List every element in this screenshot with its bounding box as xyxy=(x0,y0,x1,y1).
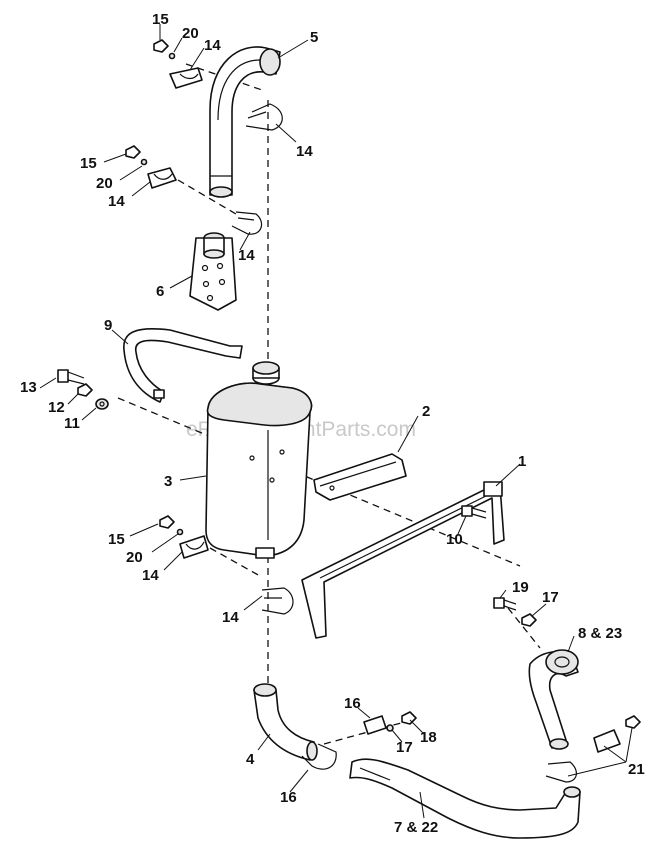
callout-14: 14 xyxy=(142,567,159,584)
callout-11: 11 xyxy=(64,415,80,432)
nut-17-upper xyxy=(521,613,537,627)
assembly-centerline xyxy=(117,63,541,745)
callout-15: 15 xyxy=(80,155,97,172)
callout-14: 14 xyxy=(204,37,221,54)
callout-20: 20 xyxy=(96,175,113,192)
u-clamp-lower xyxy=(261,587,294,615)
callout-14: 14 xyxy=(108,193,125,210)
nut-18 xyxy=(401,711,417,725)
callout-7-22: 7 & 22 xyxy=(394,819,438,836)
bolt-13 xyxy=(57,369,85,385)
muffler xyxy=(205,361,313,559)
callout-labels: 5 15 20 14 14 15 20 14 14 6 9 13 12 11 2… xyxy=(20,11,645,836)
callout-13: 13 xyxy=(20,379,37,396)
lockwasher-12 xyxy=(77,383,93,397)
callout-15: 15 xyxy=(152,11,169,28)
saddle-clamp-top xyxy=(169,67,203,89)
heat-shield xyxy=(313,453,407,501)
u-clamp-upper xyxy=(245,103,283,131)
callout-3: 3 xyxy=(164,473,172,490)
callout-18: 18 xyxy=(420,729,437,746)
u-clamp-mid xyxy=(231,211,263,235)
callout-5: 5 xyxy=(310,29,318,46)
exhaust-stack-pipe xyxy=(209,46,281,198)
leader-lines xyxy=(39,24,633,819)
u-clamp-16 xyxy=(301,743,337,770)
nut-17-lower xyxy=(386,724,394,732)
nut-washer-muffler xyxy=(159,515,184,536)
callout-9: 9 xyxy=(104,317,112,334)
elbow-pipe xyxy=(253,683,318,761)
callout-14: 14 xyxy=(296,143,313,160)
callout-14: 14 xyxy=(222,609,239,626)
callout-12: 12 xyxy=(48,399,65,416)
callout-16: 16 xyxy=(280,789,297,806)
callout-8-23: 8 & 23 xyxy=(578,625,622,642)
callout-10: 10 xyxy=(446,531,463,548)
callout-2: 2 xyxy=(422,403,430,420)
mount-frame xyxy=(301,481,505,639)
saddle-clamp-muffler xyxy=(179,535,209,559)
callout-14: 14 xyxy=(238,247,255,264)
callout-17: 17 xyxy=(542,589,559,606)
saddle-clamp-16 xyxy=(363,715,387,735)
washer-11 xyxy=(95,398,109,410)
callout-20: 20 xyxy=(126,549,143,566)
callout-15: 15 xyxy=(108,531,125,548)
clamp-21 xyxy=(545,715,641,783)
muffler-strap xyxy=(123,328,243,403)
callout-19: 19 xyxy=(512,579,529,596)
tailpipe xyxy=(349,758,581,839)
stack-mount-bracket xyxy=(189,232,237,311)
saddle-clamp-second xyxy=(147,167,177,189)
nut-washer-second xyxy=(125,145,148,166)
callout-4: 4 xyxy=(246,751,255,768)
nut-washer-top xyxy=(153,39,176,60)
bolt-10 xyxy=(461,505,487,519)
callout-1: 1 xyxy=(518,453,526,470)
flanged-elbow xyxy=(528,649,579,750)
callout-6: 6 xyxy=(156,283,164,300)
bolt-19 xyxy=(493,597,517,611)
callout-17: 17 xyxy=(396,739,413,756)
callout-21: 21 xyxy=(628,761,645,778)
callout-20: 20 xyxy=(182,25,199,42)
callout-16: 16 xyxy=(344,695,361,712)
